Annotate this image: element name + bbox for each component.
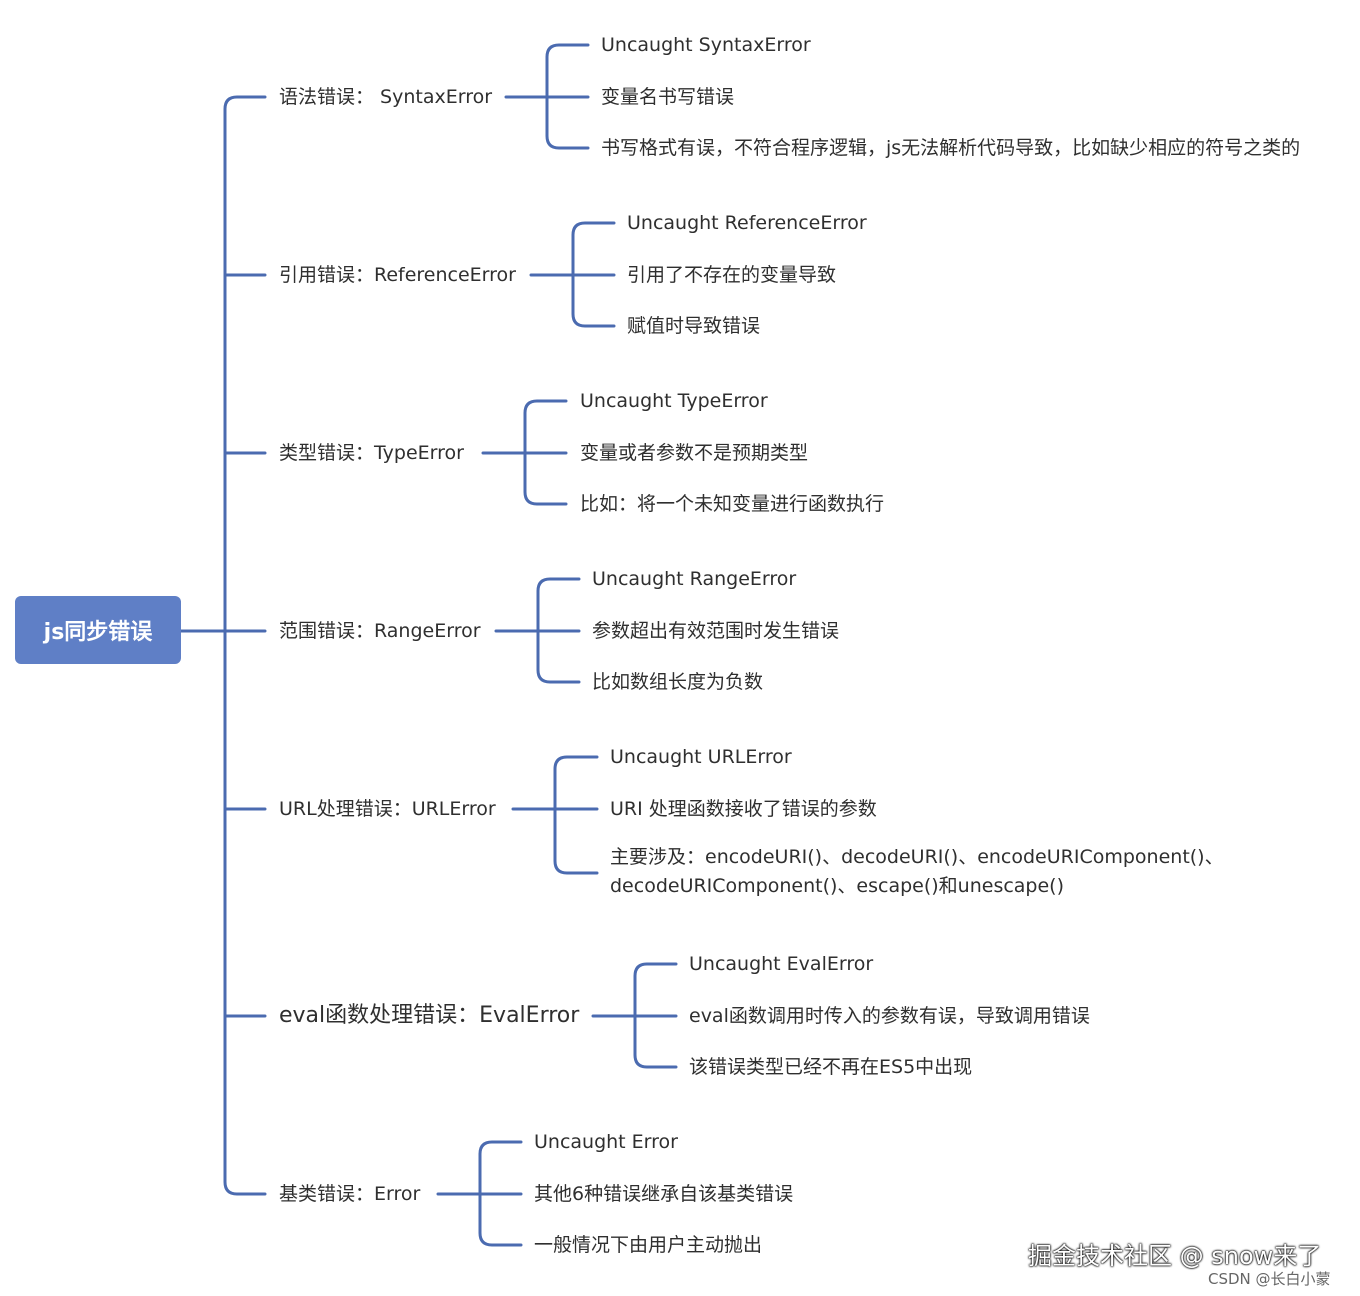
leaf-base-2[interactable]: 其他6种错误继承自该基类错误 — [534, 1183, 794, 1205]
category-reference-error[interactable]: 引用错误：ReferenceError — [279, 264, 516, 286]
leaf-eval-1[interactable]: Uncaught EvalError — [689, 953, 874, 975]
category-eval-error[interactable]: eval函数处理错误：EvalError — [279, 1003, 580, 1028]
leaf-range-1[interactable]: Uncaught RangeError — [592, 568, 797, 590]
leaf-range-3[interactable]: 比如数组长度为负数 — [592, 671, 764, 693]
leaf-syntax-3[interactable]: 书写格式有误，不符合程序逻辑，js无法解析代码导致，比如缺少相应的符号之类的 — [601, 137, 1301, 159]
sub-bracket-1 — [571, 221, 616, 328]
leaf-type-3[interactable]: 比如：将一个未知变量进行函数执行 — [580, 493, 885, 515]
leaf-base-1[interactable]: Uncaught Error — [534, 1131, 678, 1153]
category-syntax-error[interactable]: 语法错误： SyntaxError — [279, 86, 493, 108]
credit-text: CSDN @长白小蒙 — [1208, 1270, 1331, 1288]
leaf-reference-3[interactable]: 赋值时导致错误 — [627, 315, 761, 337]
leaf-base-3[interactable]: 一般情况下由用户主动抛出 — [534, 1234, 763, 1256]
leaf-type-2[interactable]: 变量或者参数不是预期类型 — [580, 442, 809, 464]
sub-bracket-6 — [478, 1140, 523, 1247]
category-base-error[interactable]: 基类错误：Error — [279, 1183, 421, 1205]
leaf-syntax-1[interactable]: Uncaught SyntaxError — [601, 34, 811, 56]
leaf-eval-2[interactable]: eval函数调用时传入的参数有误，导致调用错误 — [689, 1005, 1090, 1027]
leaf-eval-3[interactable]: 该错误类型已经不再在ES5中出现 — [689, 1056, 973, 1078]
sub-bracket-0 — [545, 43, 590, 150]
sub-bracket-3 — [536, 577, 581, 684]
sub-bracket-4 — [553, 755, 599, 875]
leaf-reference-2[interactable]: 引用了不存在的变量导致 — [627, 264, 837, 286]
leaf-url-3[interactable]: 主要涉及：encodeURI()、decodeURI()、encodeURICo… — [610, 846, 1224, 898]
leaf-range-2[interactable]: 参数超出有效范围时发生错误 — [592, 620, 840, 642]
leaf-reference-1[interactable]: Uncaught ReferenceError — [627, 212, 867, 234]
root-node[interactable]: js同步错误 — [15, 596, 181, 664]
category-range-error[interactable]: 范围错误：RangeError — [279, 620, 481, 642]
leaf-syntax-2[interactable]: 变量名书写错误 — [601, 86, 735, 108]
leaf-type-1[interactable]: Uncaught TypeError — [580, 390, 768, 412]
category-url-error[interactable]: URL处理错误：URLError — [279, 798, 496, 820]
sub-bracket-5 — [633, 962, 678, 1069]
sub-bracket-2 — [523, 399, 568, 506]
category-type-error[interactable]: 类型错误：TypeError — [279, 442, 464, 464]
watermark: 掘金技术社区 @ snow来了 — [1028, 1242, 1322, 1270]
main-spine — [223, 95, 267, 1196]
leaf-url-2[interactable]: URI 处理函数接收了错误的参数 — [610, 798, 877, 820]
leaf-url-1[interactable]: Uncaught URLError — [610, 746, 792, 768]
